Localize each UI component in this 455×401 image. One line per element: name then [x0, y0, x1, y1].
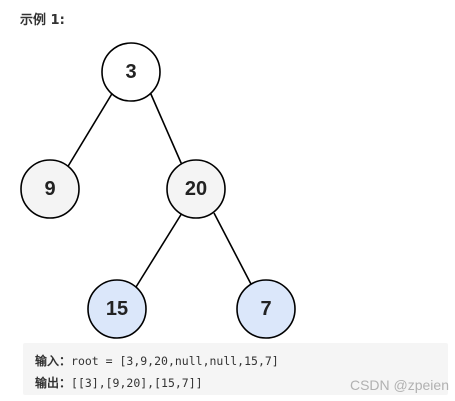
example-heading: 示例 1: — [20, 13, 65, 28]
node-label-9: 9 — [44, 178, 55, 200]
edge-20-7 — [213, 212, 253, 287]
edge-3-9 — [66, 91, 114, 169]
input-line: 输入：root = [3,9,20,null,null,15,7] — [35, 352, 279, 369]
tree-node-9: 9 — [20, 159, 80, 219]
example-code-block: 输入：root = [3,9,20,null,null,15,7] 输出：[[3… — [23, 343, 448, 395]
node-label-15: 15 — [106, 298, 128, 320]
input-value: root = [3,9,20,null,null,15,7] — [71, 354, 279, 368]
tree-node-3: 3 — [101, 42, 161, 102]
node-label-7: 7 — [260, 298, 271, 320]
binary-tree-diagram: 3 9 20 15 7 — [20, 42, 296, 339]
output-label: 输出： — [35, 376, 72, 390]
node-label-20: 20 — [185, 178, 207, 200]
tree-node-7: 7 — [236, 279, 296, 339]
node-circle-3 — [101, 42, 161, 102]
node-circle-9 — [20, 159, 80, 219]
tree-nodes: 3 9 20 15 7 — [20, 42, 296, 339]
node-circle-7 — [236, 279, 296, 339]
node-circle-20 — [166, 159, 226, 219]
tree-node-20: 20 — [166, 159, 226, 219]
tree-edges — [66, 91, 253, 288]
edge-20-15 — [135, 212, 183, 288]
tree-node-15: 15 — [87, 279, 147, 339]
node-label-3: 3 — [125, 61, 136, 83]
watermark-text: CSDN @zpeien — [349, 377, 449, 393]
node-circle-15 — [87, 279, 147, 339]
output-value: [[3],[9,20],[15,7]] — [71, 376, 203, 390]
input-label: 输入： — [35, 354, 72, 368]
output-line: 输出：[[3],[9,20],[15,7]] — [35, 374, 203, 391]
edge-3-20 — [149, 91, 183, 166]
